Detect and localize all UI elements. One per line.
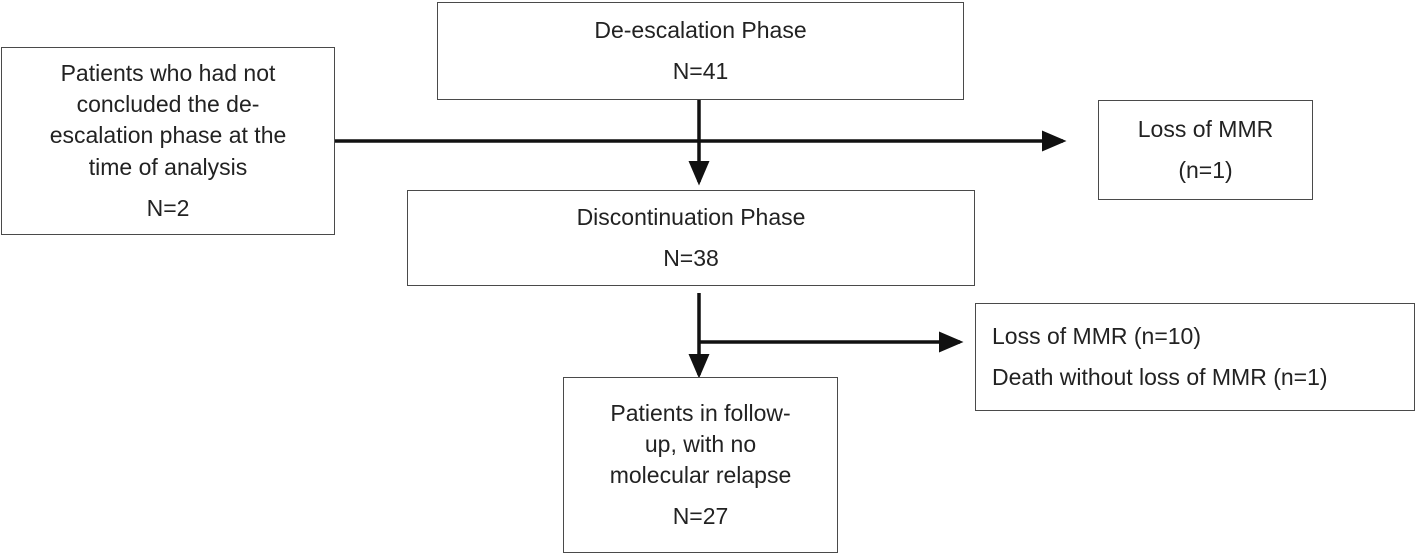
outcomes-box: Loss of MMR (n=10) Death without loss of… [975, 303, 1415, 411]
followup-line-3: molecular relapse [609, 462, 792, 488]
loss-of-mmr-title: Loss of MMR [1137, 115, 1274, 142]
followup-line-2: up, with no [644, 430, 757, 457]
discontinuation-title: Discontinuation Phase [576, 203, 806, 230]
followup-line-1: Patients in follow- [610, 399, 791, 426]
outcomes-line-2: Death without loss of MMR (n=1) [992, 364, 1328, 390]
not-concluded-line-1: Patients who had not [60, 60, 276, 87]
deescalation-phase-box: De-escalation Phase N=41 [437, 2, 964, 100]
outcomes-line-1: Loss of MMR (n=10) [992, 322, 1201, 349]
deescalation-title: De-escalation Phase [594, 16, 807, 43]
not-concluded-count: N=2 [146, 194, 190, 221]
followup-box: Patients in follow- up, with no molecula… [563, 377, 838, 553]
followup-count: N=27 [672, 503, 729, 530]
not-concluded-line-4: time of analysis [88, 153, 248, 180]
deescalation-count: N=41 [672, 58, 729, 84]
not-concluded-line-3: escalation phase at the [49, 122, 287, 149]
discontinuation-count: N=38 [663, 245, 719, 271]
loss-of-mmr-count: (n=1) [1178, 157, 1233, 183]
not-concluded-box: Patients who had not concluded the de- e… [1, 47, 335, 235]
loss-of-mmr-box: Loss of MMR (n=1) [1098, 100, 1313, 200]
not-concluded-line-2: concluded the de- [76, 91, 260, 118]
discontinuation-phase-box: Discontinuation Phase N=38 [407, 190, 975, 286]
